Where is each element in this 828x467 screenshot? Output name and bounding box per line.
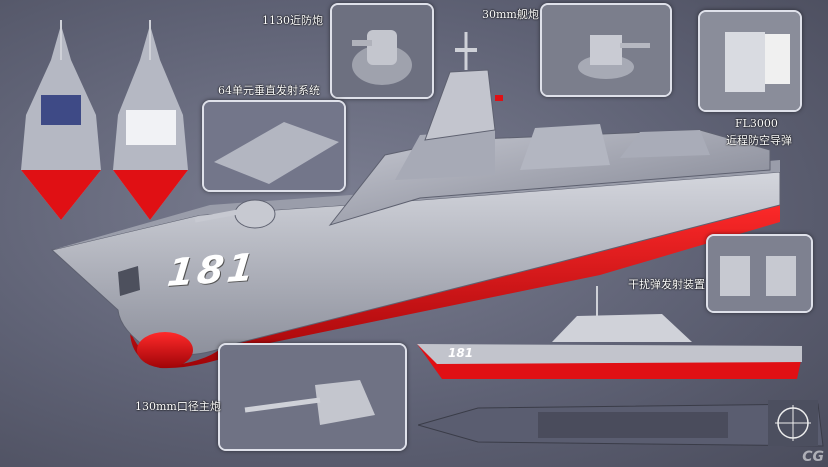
helipad-icon — [768, 400, 818, 446]
inset-decoy-launcher — [706, 234, 813, 313]
stern-view — [113, 20, 188, 220]
inset-main-gun — [218, 343, 407, 451]
label-fl3000-line1: FL3000 — [735, 117, 778, 130]
bow-front-view — [21, 20, 101, 220]
inset-vls — [202, 100, 346, 192]
watermark: CG — [802, 449, 824, 465]
inset-close-in-gun — [330, 3, 434, 99]
label-close-in-gun: 1130近防炮 — [262, 14, 323, 27]
side-hull-number: 181 — [448, 346, 474, 360]
label-decoy-launcher: 干扰弹发射装置 — [628, 278, 705, 291]
top-down-view — [418, 403, 824, 447]
label-main-gun: 130mm口径主炮 — [135, 400, 221, 413]
inset-fl3000 — [698, 10, 802, 112]
side-profile-view — [417, 286, 802, 379]
label-fl3000-line2: 近程防空导弹 — [726, 134, 792, 147]
label-30mm-gun: 30mm舰炮 — [482, 8, 539, 21]
inset-30mm-gun — [540, 3, 672, 97]
hull-number: 181 — [165, 244, 260, 296]
label-vls: 64单元垂直发射系统 — [218, 84, 320, 97]
